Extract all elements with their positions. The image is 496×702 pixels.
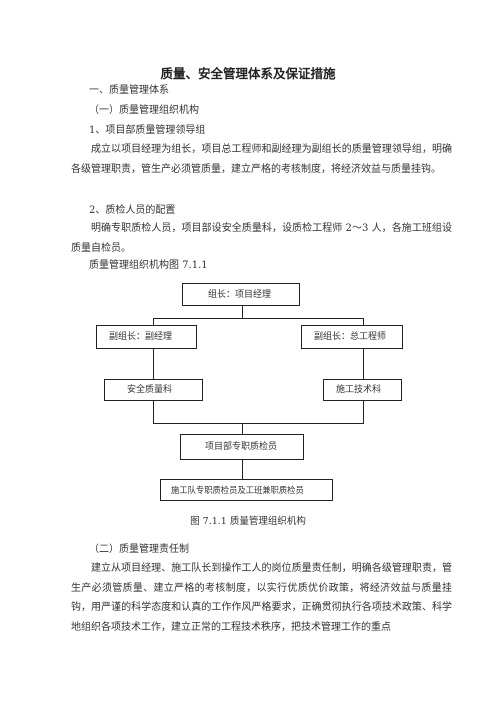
org-box-inspector: 项目部专职质检员 [180,434,304,460]
connector-line [242,423,243,435]
org-box-label: 副组长：副经理 [109,332,173,342]
connector-line [363,400,364,424]
connector-line [242,305,243,319]
connector-line [153,348,154,380]
org-box-label: 施工队专职质检员及工班兼职质检员 [171,485,304,495]
org-box-deputy-engineer: 副组长：总工程师 [301,325,403,349]
paragraph-leadership: 成立以项目经理为组长，项目总工程师和副经理为副组长的质量管理领导组，明确各级管理… [71,144,452,175]
connector-line [153,400,154,424]
item-heading-leadership: 1、项目部质量管理领导组 [89,125,206,136]
connector-line [153,318,154,326]
connector-line [363,318,364,326]
item-heading-inspectors: 2、质检人员的配置 [89,205,176,216]
subsection-heading-org: （一）质量管理组织机构 [89,105,199,116]
org-box-label: 副组长：总工程师 [314,332,387,342]
org-box-label: 组长：项目经理 [208,289,272,300]
org-box-label: 施工技术科 [336,385,382,395]
subsection-heading-responsibility: （二）质量管理责任制 [89,544,189,555]
connector-line [242,459,243,480]
paragraph-responsibility: 建立从项目经理、施工队长到操作工人的岗位质量责任制，明确各级管理职责，管生产必须… [71,563,452,633]
org-box-label: 项目部专职质检员 [205,442,278,452]
connector-line [153,318,364,319]
org-box-deputy-manager: 副组长：副经理 [96,325,197,349]
figure-caption: 图 7.1.1 质量管理组织机构 [190,516,306,527]
org-box-label: 安全质量科 [127,385,173,395]
document-title: 质量、安全管理体系及保证措施 [160,66,336,81]
org-box-team-inspector: 施工队专职质检员及工班兼职质检员 [160,479,333,501]
org-box-safety-dept: 安全质量科 [104,379,203,401]
paragraph-inspectors: 明确专职质检人员，项目部设安全质量科，设质检工程师 2～3 人，各施工班组设质量… [71,223,452,254]
org-chart-reference: 质量管理组织机构图 7.1.1 [89,260,208,271]
org-box-leader: 组长：项目经理 [182,283,300,306]
connector-line [153,423,364,424]
org-box-tech-dept: 施工技术科 [323,379,402,401]
connector-line [363,348,364,380]
section-heading-quality-system: 一、质量管理体系 [89,85,169,96]
